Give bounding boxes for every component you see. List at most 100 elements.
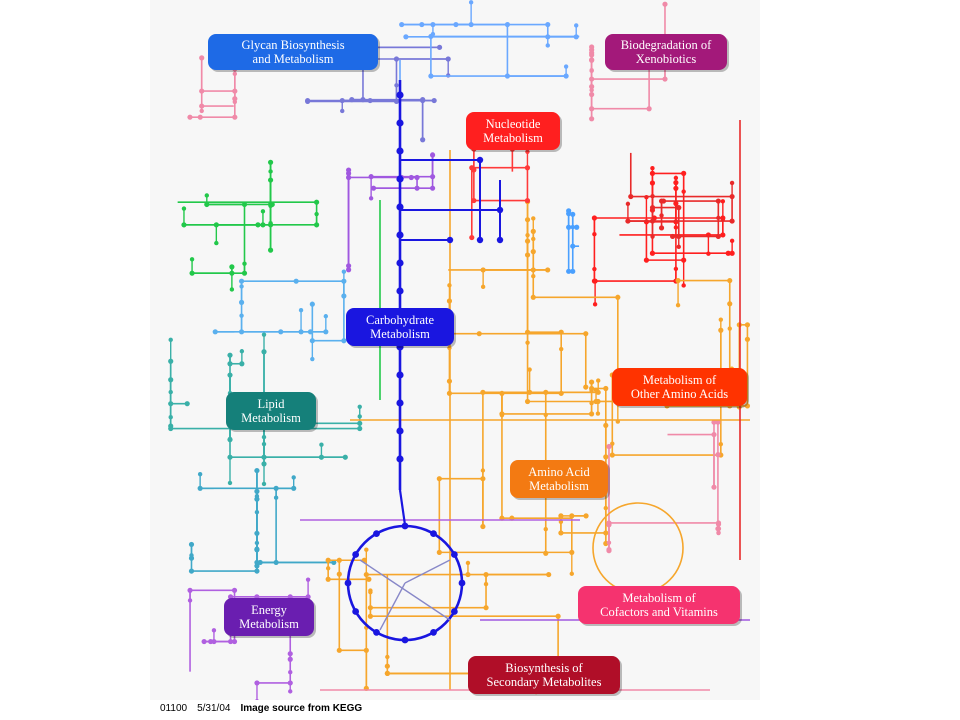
compound-node xyxy=(650,166,655,171)
compound-node xyxy=(268,220,273,226)
pathway-network xyxy=(168,0,751,700)
compound-node xyxy=(595,411,601,416)
compound-node xyxy=(366,576,372,582)
label-carbohydrate[interactable]: Carbohydrate Metabolism xyxy=(346,308,454,346)
compound-node xyxy=(574,224,580,230)
compound-node xyxy=(716,215,721,221)
compound-node xyxy=(269,201,275,208)
compound-node xyxy=(325,576,331,582)
compound-node xyxy=(480,284,486,290)
compound-node xyxy=(168,337,173,343)
label-amino-text: Amino Acid Metabolism xyxy=(528,465,590,493)
compound-node xyxy=(676,244,681,250)
compound-node xyxy=(242,261,247,266)
compound-node xyxy=(718,441,724,447)
cofactor-cycle-ring xyxy=(592,502,684,594)
compound-node xyxy=(483,581,489,587)
compound-node xyxy=(396,427,404,435)
compound-node xyxy=(305,97,311,104)
compound-node xyxy=(681,283,686,288)
label-other-amino-text: Metabolism of Other Amino Acids xyxy=(630,373,729,401)
compound-node xyxy=(483,605,489,611)
compound-node xyxy=(430,530,437,538)
compound-node xyxy=(625,201,631,207)
compound-node xyxy=(589,87,594,93)
compound-node xyxy=(525,149,530,154)
pathway-edge xyxy=(398,489,407,526)
compound-node xyxy=(314,211,319,217)
compound-node xyxy=(718,317,724,322)
compound-node xyxy=(583,513,589,519)
compound-node xyxy=(450,551,458,558)
pathway-edge xyxy=(379,582,406,631)
compound-node xyxy=(214,240,219,246)
compound-node xyxy=(496,236,504,244)
compound-node xyxy=(401,522,409,530)
label-xenobiotics[interactable]: Biodegradation of Xenobiotics xyxy=(605,34,727,70)
label-secondary[interactable]: Biosynthesis of Secondary Metabolites xyxy=(468,656,620,694)
compound-node xyxy=(197,471,203,477)
compound-node xyxy=(241,201,248,208)
compound-node xyxy=(184,401,190,407)
label-lipid[interactable]: Lipid Metabolism xyxy=(226,392,316,430)
map-date: 5/31/04 xyxy=(197,703,231,714)
compound-node xyxy=(231,638,238,645)
label-glycan[interactable]: Glycan Biosynthesis and Metabolism xyxy=(208,34,378,70)
compound-node xyxy=(385,654,390,660)
compound-node xyxy=(673,225,679,230)
compound-node xyxy=(401,636,409,644)
label-nucleotide[interactable]: Nucleotide Metabolism xyxy=(466,112,560,150)
label-amino[interactable]: Amino Acid Metabolism xyxy=(510,460,608,498)
compound-node xyxy=(662,1,668,7)
compound-node xyxy=(396,259,404,267)
compound-node xyxy=(368,196,374,201)
compound-node xyxy=(396,455,404,463)
label-energy-text: Energy Metabolism xyxy=(239,603,299,631)
compound-node xyxy=(729,180,735,186)
label-cofactors[interactable]: Metabolism of Cofactors and Vitamins xyxy=(578,586,740,624)
compound-node xyxy=(650,193,655,199)
compound-node xyxy=(187,598,193,603)
compound-node xyxy=(368,174,374,180)
compound-node xyxy=(396,147,404,155)
compound-node xyxy=(606,443,612,450)
compound-node xyxy=(396,287,404,295)
compound-node xyxy=(675,303,681,308)
compound-node xyxy=(658,198,665,204)
label-secondary-text: Biosynthesis of Secondary Metabolites xyxy=(486,661,602,689)
label-other-amino[interactable]: Metabolism of Other Amino Acids xyxy=(612,368,747,406)
label-energy[interactable]: Energy Metabolism xyxy=(224,598,314,636)
label-glycan-text: Glycan Biosynthesis and Metabolism xyxy=(241,38,345,66)
compound-node xyxy=(260,209,266,214)
metabolic-pathway-map: Glycan Biosynthesis and Metabolism Biode… xyxy=(150,0,760,700)
compound-node xyxy=(729,238,735,244)
compound-node xyxy=(403,34,409,40)
compound-node xyxy=(720,199,726,204)
compound-node xyxy=(261,481,267,487)
compound-node xyxy=(199,108,204,114)
compound-node xyxy=(396,175,404,183)
compound-node xyxy=(189,257,195,262)
compound-node xyxy=(589,68,594,73)
compound-node xyxy=(189,553,194,558)
compound-node xyxy=(181,206,187,211)
compound-node xyxy=(681,189,686,194)
compound-node xyxy=(545,43,550,48)
compound-node xyxy=(650,234,655,239)
compound-node xyxy=(450,608,458,615)
compound-node xyxy=(298,307,304,313)
compound-node xyxy=(524,217,531,223)
compound-node xyxy=(543,526,548,532)
compound-node xyxy=(430,628,437,636)
compound-node xyxy=(649,250,656,256)
compound-node xyxy=(399,21,405,28)
compound-node xyxy=(305,577,311,582)
compound-node xyxy=(396,399,404,407)
compound-node xyxy=(197,114,203,120)
label-cofactors-text: Metabolism of Cofactors and Vitamins xyxy=(600,591,718,619)
compound-node xyxy=(396,371,404,379)
compound-node xyxy=(574,23,579,28)
compound-node xyxy=(394,83,399,88)
compound-node xyxy=(336,571,342,577)
compound-node xyxy=(261,434,267,440)
